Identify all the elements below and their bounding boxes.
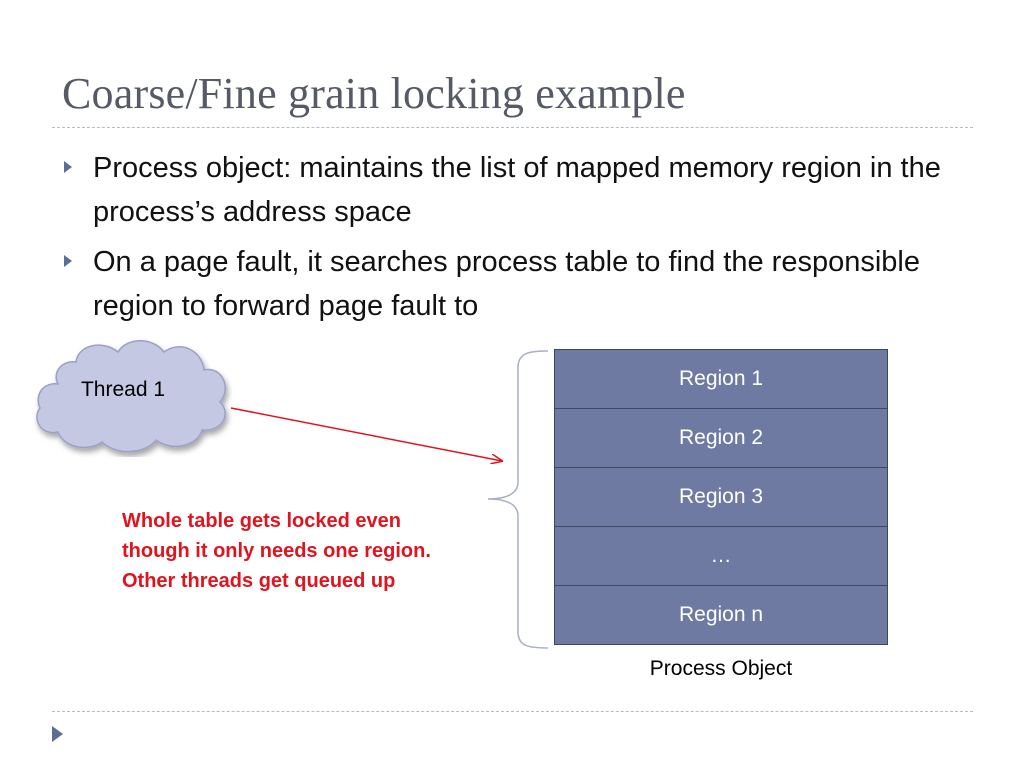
slide-title: Coarse/Fine grain locking example: [62, 69, 686, 118]
footer-divider: [52, 711, 973, 712]
fault-arrow: [230, 407, 502, 461]
table-row: Region 3: [554, 467, 888, 526]
bullet-text: On a page fault, it searches process tab…: [93, 246, 920, 322]
table-caption: Process Object: [649, 657, 793, 680]
triangle-right-icon: [64, 161, 72, 173]
table-row: …: [554, 526, 888, 585]
cloud-label: Thread 1: [80, 378, 166, 401]
play-triangle-icon[interactable]: [52, 726, 63, 742]
triangle-right-icon: [64, 255, 72, 267]
note-line: Whole table gets locked even: [122, 510, 401, 532]
bullet-list: Process object: maintains the list of ma…: [62, 146, 962, 334]
title-divider: [52, 127, 973, 128]
note-line: though it only needs one region.: [122, 540, 431, 562]
cloud-shape: [36, 340, 226, 453]
bullet-item: On a page fault, it searches process tab…: [62, 240, 962, 328]
lock-note: Whole table gets locked even though it o…: [122, 506, 431, 596]
note-line: Other threads get queued up: [122, 570, 396, 592]
table-brace: [487, 350, 549, 649]
bullet-item: Process object: maintains the list of ma…: [62, 146, 962, 234]
table-row: Region 2: [554, 408, 888, 467]
thread-cloud: [36, 340, 226, 453]
table-row: Region n: [554, 585, 888, 645]
table-row: Region 1: [554, 349, 888, 408]
bullet-text: Process object: maintains the list of ma…: [93, 152, 941, 228]
process-table: Region 1 Region 2 Region 3 … Region n: [554, 349, 888, 645]
